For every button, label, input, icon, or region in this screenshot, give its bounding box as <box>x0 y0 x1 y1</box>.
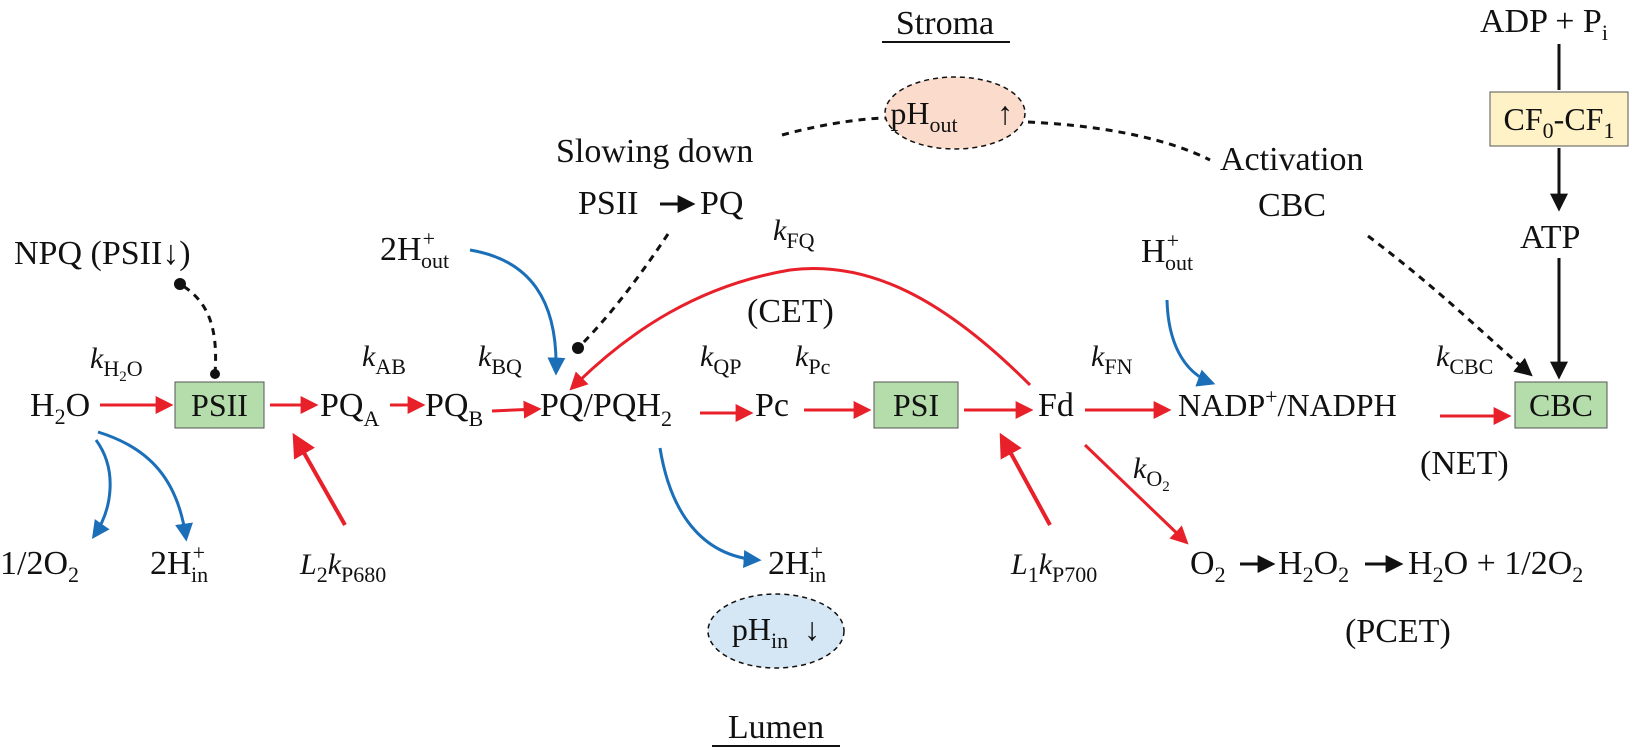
lumen-label: Lumen <box>728 709 824 746</box>
k-o2-label: kO2 <box>1133 452 1170 495</box>
cbc-box-label: CBC <box>1529 387 1593 423</box>
ph-in-down-arrow-icon: ↓ <box>804 611 820 647</box>
slowing-down-label: Slowing down <box>556 133 753 170</box>
h-out-right-label: H+out <box>1141 228 1193 275</box>
arrow-pqh2-h-in <box>658 447 762 568</box>
dashed-activation-cbc <box>1367 234 1533 377</box>
net-label: (NET) <box>1420 445 1509 482</box>
k-h2o-label: kH2O <box>90 342 143 385</box>
dashed-npq-psii <box>174 278 218 375</box>
cf0-cf1-box <box>1489 91 1629 147</box>
k-fq-label: kFQ <box>773 214 815 253</box>
psii-pq-label-a: PSII <box>578 185 638 222</box>
h2o-label: H2O <box>30 387 90 429</box>
arrow-h2o-h-in <box>97 430 193 542</box>
nadp-nadph-label: NADP+/NADPH <box>1178 384 1397 423</box>
pcet-label: (PCET) <box>1345 613 1451 650</box>
pcet-o2-label: O2 <box>1190 545 1226 587</box>
npq-psii-dot <box>210 369 220 379</box>
cbc-activation-label: CBC <box>1258 187 1326 224</box>
k-cbc-label: kCBC <box>1436 340 1493 379</box>
arrow-h-out-nadph <box>1165 299 1216 387</box>
adp-pi-label: ADP + Pi <box>1480 3 1608 45</box>
k-fn-label: kFN <box>1091 340 1133 379</box>
cbc-box <box>1514 381 1608 429</box>
npq-label: NPQ (PSII↓) <box>14 235 191 272</box>
arrow-h-out-pq <box>469 248 566 376</box>
arrow-light-psii <box>292 432 347 526</box>
stroma-label: Stroma <box>896 5 994 42</box>
fd-label: Fd <box>1038 387 1074 424</box>
psii-box <box>174 381 265 429</box>
psii-pq-label-b: PQ <box>700 185 743 222</box>
ph-out-text: pHout <box>890 95 957 137</box>
arrow-fd-o2 <box>1083 443 1189 545</box>
ph-out-bubble <box>884 76 1026 150</box>
l1-kp700-label: L1kP700 <box>1010 548 1097 587</box>
cet-label: (CET) <box>747 293 834 330</box>
pqb-label: PQB <box>425 387 483 431</box>
l2-kp680-label: L2kP680 <box>299 548 386 587</box>
k-qp-label: kQP <box>700 340 741 379</box>
cf0-cf1-label: CF0-CF1 <box>1504 101 1615 143</box>
k-pc-label: kPc <box>795 340 831 379</box>
pcet-h2o2-label: H2O2 <box>1278 545 1349 587</box>
pcet-h2o-label: H2O + 1/2O2 <box>1408 545 1583 587</box>
pqa-label: PQA <box>320 387 379 431</box>
activation-label: Activation <box>1220 141 1364 178</box>
dashed-phout-slowing <box>781 116 887 137</box>
h-in-mid-label: 2H+in <box>768 540 826 587</box>
ph-in-bubble <box>707 593 845 669</box>
pc-label: Pc <box>755 387 789 424</box>
dashed-phout-activation <box>1027 120 1211 162</box>
k-ab-label: kAB <box>362 340 406 379</box>
psi-box-label: PSI <box>893 387 939 423</box>
psii-box-label: PSII <box>191 387 248 423</box>
k-bq-label: kBQ <box>478 340 522 379</box>
pq-pqh2-label: PQ/PQH2 <box>540 387 672 431</box>
psi-box <box>873 381 959 429</box>
atp-label: ATP <box>1520 219 1580 256</box>
arrow-pqb-pq <box>491 400 542 419</box>
arrow-cet-fd-pq <box>569 267 1032 391</box>
dashed-slowing-pq <box>572 233 670 354</box>
h-out-left-label: 2H+out <box>380 226 449 273</box>
h-in-left-label: 2H+in <box>150 540 208 587</box>
arrow-light-psi <box>999 432 1052 526</box>
ph-in-text: pHin <box>732 611 788 653</box>
ph-out-up-arrow-icon: ↑ <box>997 95 1013 131</box>
half-o2-label: 1/2O2 <box>0 545 79 587</box>
arrow-h2o-o2 <box>91 439 112 539</box>
